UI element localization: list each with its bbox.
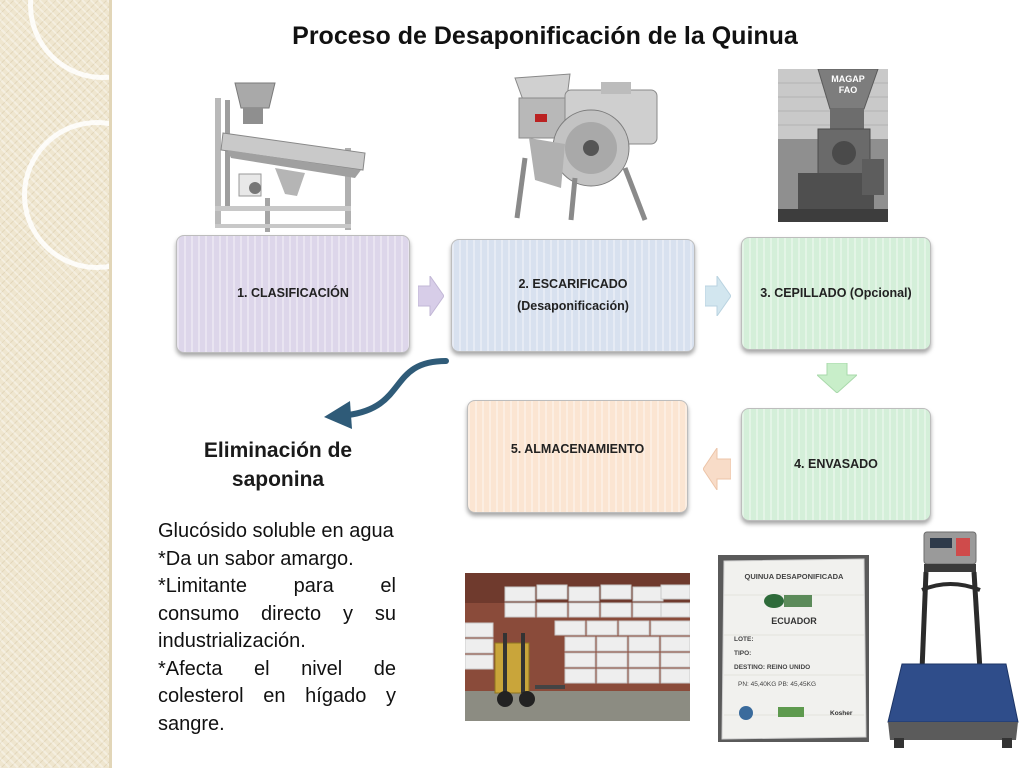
description-line: *Limitante para el consumo directo y su … bbox=[158, 575, 396, 652]
saponina-description: Glucósido soluble en agua *Da un sabor a… bbox=[158, 518, 396, 738]
sack-tipo: TIPO: bbox=[734, 650, 751, 657]
platform-scale-photo bbox=[887, 531, 1019, 748]
cepilladora-machine-photo: MAGAP FAO bbox=[778, 69, 888, 222]
step-sublabel: (Desaponificación) bbox=[517, 298, 629, 313]
sack-weights: PN: 45,40KG PB: 45,45KG bbox=[738, 681, 816, 688]
saponina-heading-line2: saponina bbox=[231, 468, 325, 491]
arrow-right-icon bbox=[705, 276, 731, 316]
quinua-sack-photo: QUINUA DESAPONIFICADA ECUADOR LOTE: TIPO… bbox=[718, 555, 869, 742]
decorative-side-band bbox=[0, 0, 112, 768]
warehouse-photo bbox=[465, 573, 690, 721]
step-label: 4. ENVASADO bbox=[794, 456, 878, 471]
step-label: 5. ALMACENAMIENTO bbox=[510, 441, 645, 456]
sack-lote: LOTE: bbox=[734, 636, 754, 643]
decorative-ring bbox=[28, 0, 112, 80]
step-label: 2. ESCARIFICADO bbox=[518, 277, 628, 292]
sack-kosher: Kosher bbox=[830, 710, 853, 717]
clasificadora-machine-photo bbox=[215, 82, 366, 232]
sack-title: QUINUA DESAPONIFICADA bbox=[745, 572, 844, 581]
arrow-right-icon bbox=[418, 276, 444, 316]
sack-destino: DESTINO: REINO UNIDO bbox=[734, 664, 810, 671]
sack-country: ECUADOR bbox=[771, 616, 817, 626]
process-step-almacenamiento: 5. ALMACENAMIENTO bbox=[467, 400, 688, 513]
saponina-heading-line1: Eliminación de bbox=[203, 439, 353, 462]
decorative-ring bbox=[22, 120, 112, 270]
curved-arrow-icon bbox=[324, 358, 449, 429]
process-step-clasificacion: 1. CLASIFICACIÓN bbox=[176, 235, 410, 353]
description-line: Glucósido soluble en agua bbox=[158, 520, 394, 542]
step-label: 3. CEPILLADO (Opcional) bbox=[760, 285, 912, 300]
escarificadora-machine-photo bbox=[505, 68, 665, 231]
saponina-heading: Eliminación de saponina bbox=[178, 436, 378, 494]
machine-sign-line1: MAGAP bbox=[831, 74, 865, 84]
arrow-down-icon bbox=[817, 363, 857, 393]
step-label: 1. CLASIFICACIÓN bbox=[237, 286, 349, 301]
description-line: *Da un sabor amargo. bbox=[158, 547, 354, 570]
process-step-cepillado: 3. CEPILLADO (Opcional) bbox=[741, 237, 931, 350]
page-title: Proceso de Desaponificación de la Quinua bbox=[292, 22, 798, 50]
process-step-escarificado: 2. ESCARIFICADO (Desaponificación) bbox=[451, 239, 695, 352]
arrow-left-icon bbox=[703, 448, 731, 490]
description-line: *Afecta el nivel de colesterol en hígado… bbox=[158, 657, 396, 735]
process-step-envasado: 4. ENVASADO bbox=[741, 408, 931, 521]
machine-sign-line2: FAO bbox=[839, 85, 858, 95]
